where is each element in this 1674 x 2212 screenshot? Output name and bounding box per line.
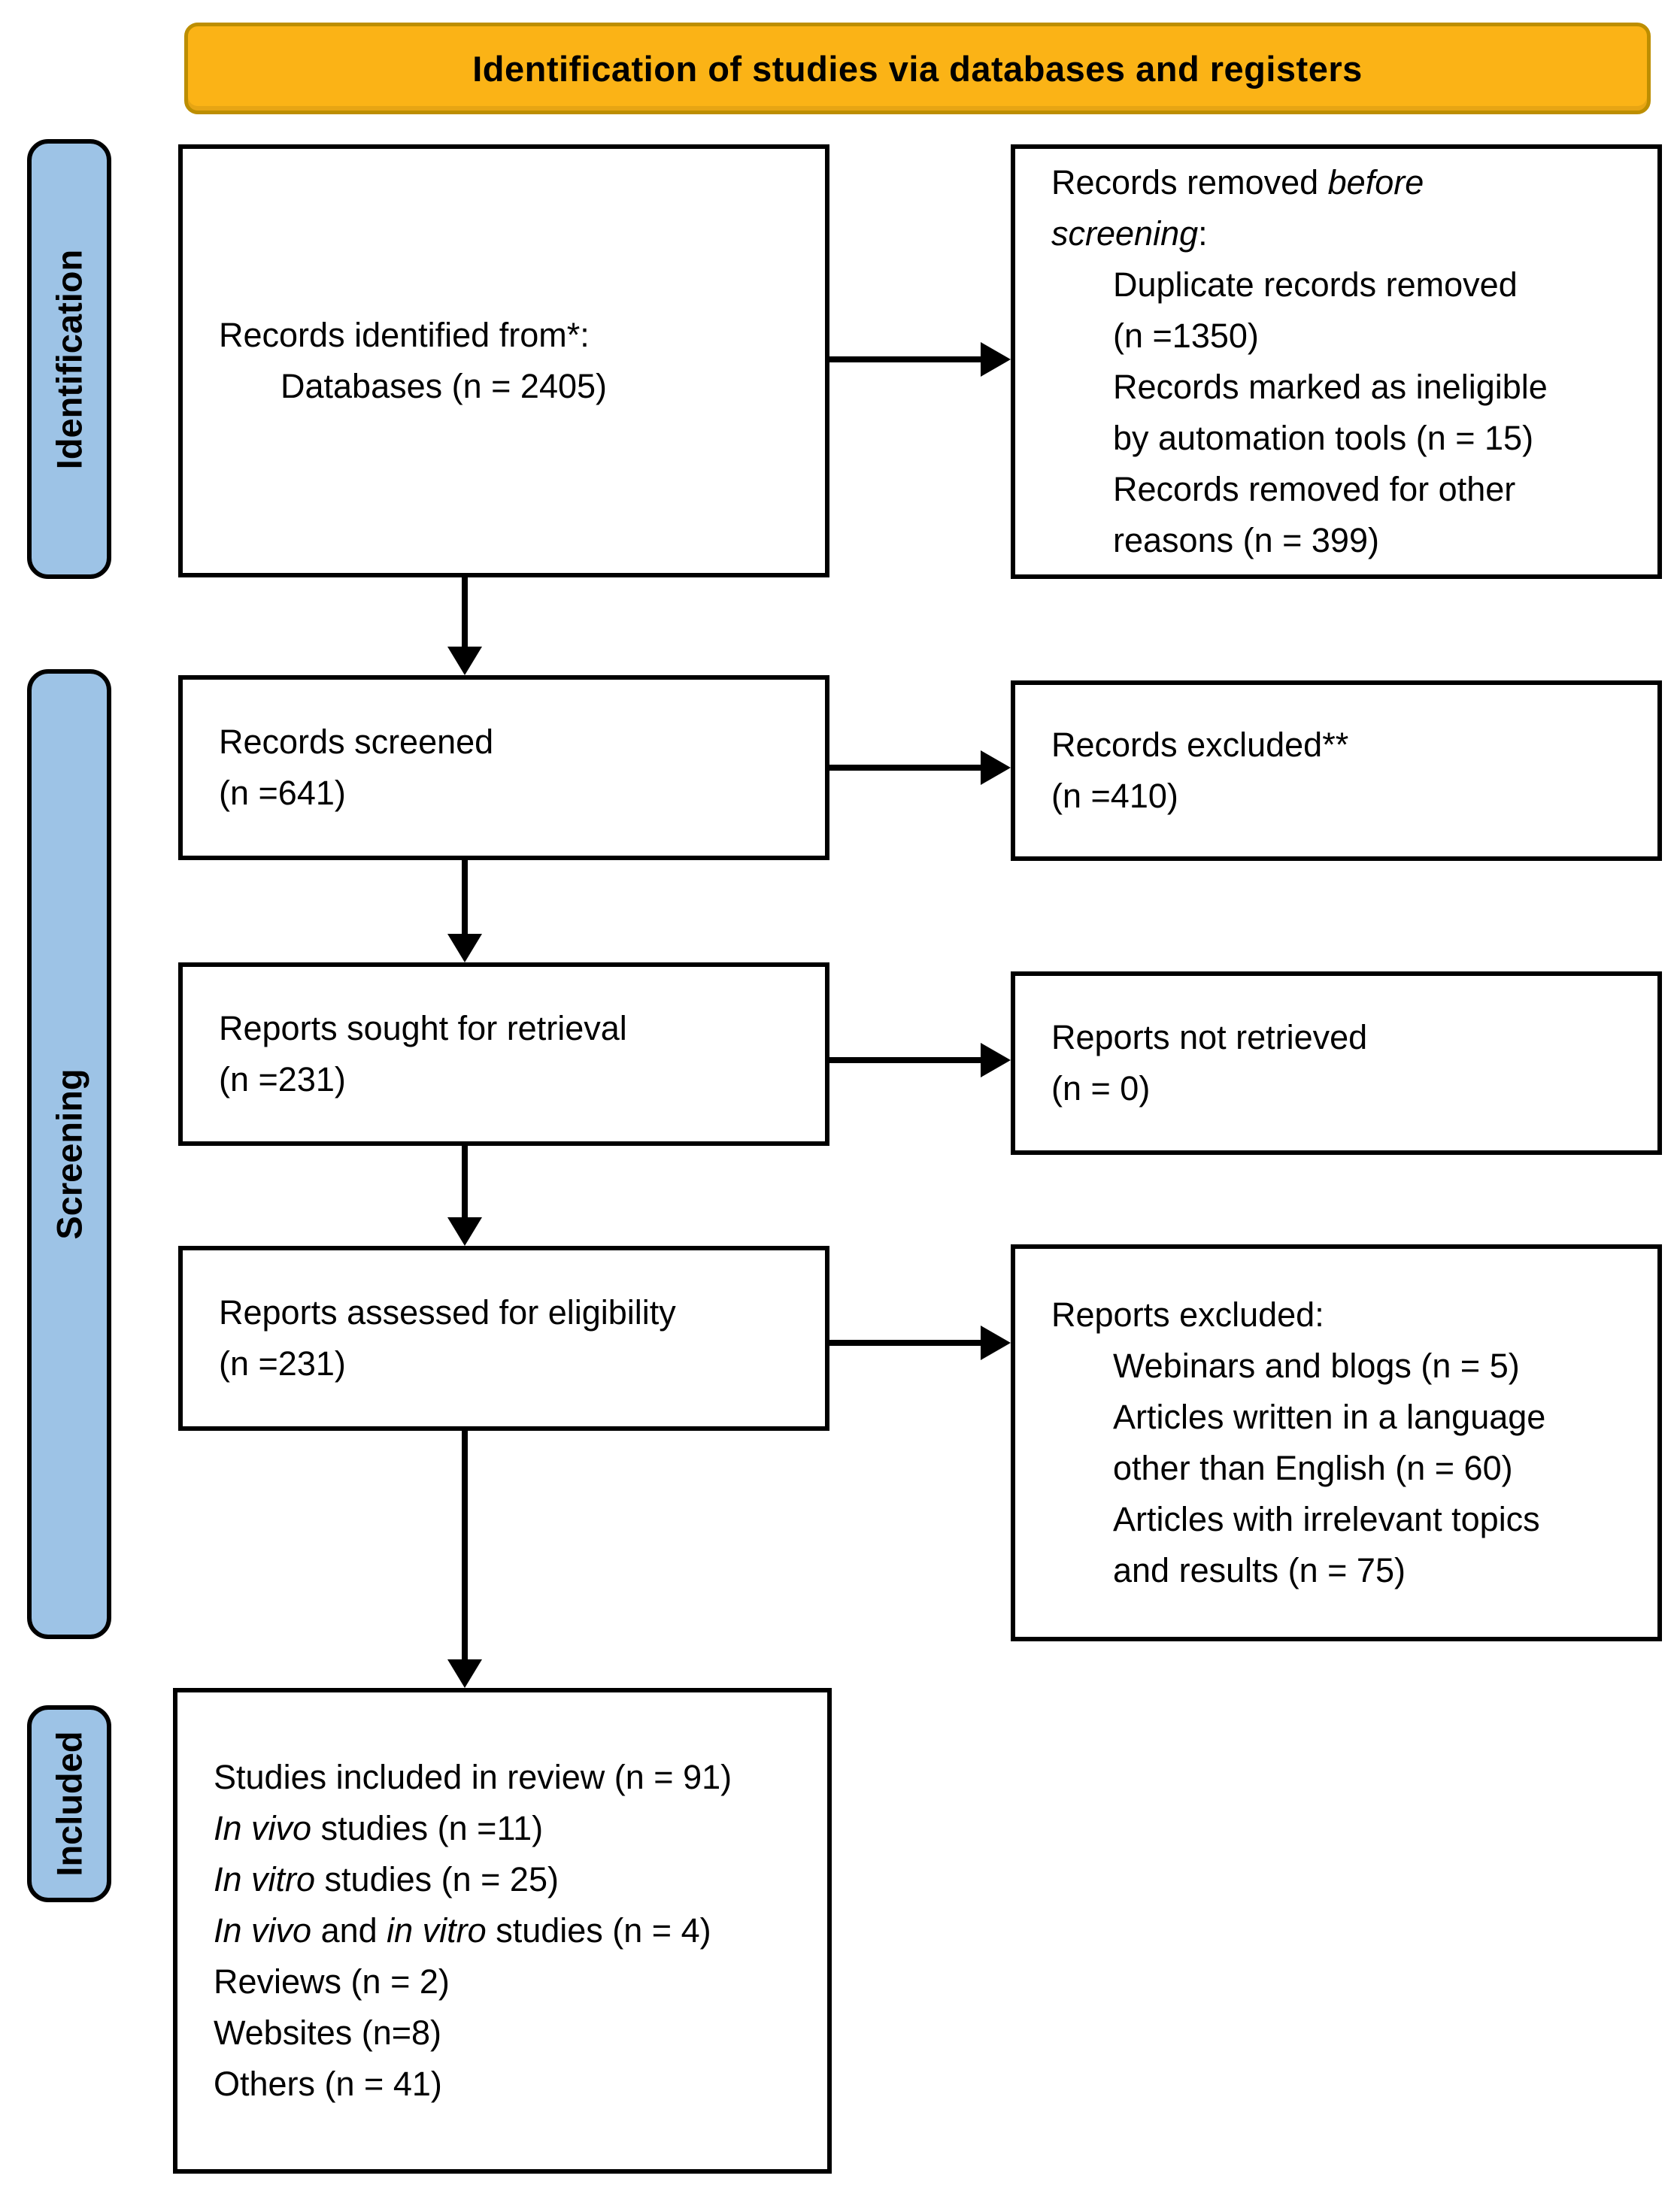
banner: Identification of studies via databases … bbox=[184, 23, 1651, 114]
box-reports-assessed-text: Reports assessed for eligibility(n =231) bbox=[219, 1293, 676, 1383]
arrow-right-screened-to-excluded-icon bbox=[829, 765, 981, 771]
stage-label-screening-text: Screening bbox=[49, 1068, 89, 1240]
box-studies-included-in-review: Studies included in review (n = 91)In vi… bbox=[173, 1688, 832, 2174]
box-reports-not-retrieved-text: Reports not retrieved(n = 0) bbox=[1051, 1018, 1368, 1108]
box-reports-assessed-for-eligibility: Reports assessed for eligibility(n =231) bbox=[178, 1246, 829, 1431]
box-reports-not-retrieved: Reports not retrieved(n = 0) bbox=[1011, 971, 1662, 1155]
box-reports-sought-for-retrieval: Reports sought for retrieval(n =231) bbox=[178, 962, 829, 1146]
stage-label-identification-text: Identification bbox=[49, 249, 89, 469]
stage-label-included: Included bbox=[27, 1705, 111, 1902]
stage-label-identification: Identification bbox=[27, 139, 111, 579]
box-reports-excluded-text: Reports excluded:Webinars and blogs (n =… bbox=[1051, 1295, 1546, 1589]
stage-label-screening: Screening bbox=[27, 669, 111, 1639]
arrow-down-assessed-to-included-icon bbox=[462, 1429, 468, 1659]
box-records-screened: Records screened(n =641) bbox=[178, 675, 829, 860]
arrow-down-sought-to-assessed-icon bbox=[462, 1144, 468, 1217]
box-studies-included-text: Studies included in review (n = 91)In vi… bbox=[214, 1758, 732, 2103]
box-reports-sought-text: Reports sought for retrieval(n =231) bbox=[219, 1009, 627, 1098]
stage-label-included-text: Included bbox=[49, 1731, 89, 1877]
box-records-identified: Records identified from*:Databases (n = … bbox=[178, 144, 829, 577]
box-records-excluded-text: Records excluded**(n =410) bbox=[1051, 726, 1349, 815]
box-reports-excluded: Reports excluded:Webinars and blogs (n =… bbox=[1011, 1244, 1662, 1641]
arrow-right-assessed-to-excluded-icon bbox=[829, 1340, 981, 1346]
arrow-down-identified-to-screened-icon bbox=[462, 576, 468, 647]
arrow-down-screened-to-sought-icon bbox=[462, 859, 468, 934]
arrow-right-identified-to-removed-icon bbox=[829, 356, 981, 362]
arrow-right-sought-to-not-retrieved-icon bbox=[829, 1057, 981, 1063]
box-records-screened-text: Records screened(n =641) bbox=[219, 723, 494, 812]
banner-title: Identification of studies via databases … bbox=[472, 48, 1363, 89]
box-records-excluded: Records excluded**(n =410) bbox=[1011, 680, 1662, 861]
box-records-identified-text: Records identified from*:Databases (n = … bbox=[219, 316, 608, 405]
